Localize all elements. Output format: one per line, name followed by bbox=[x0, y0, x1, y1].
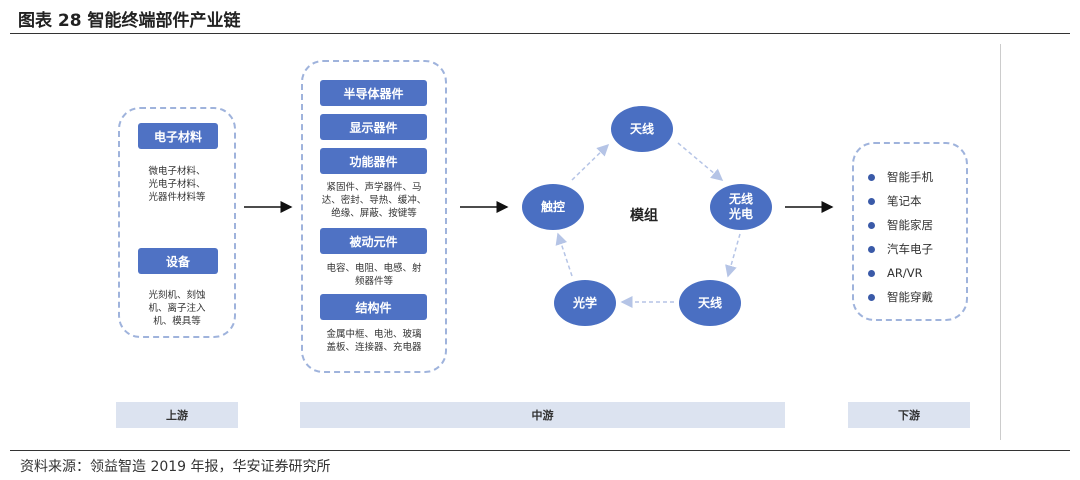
item-label: 智能穿戴 bbox=[887, 290, 933, 304]
cycle-arrow bbox=[571, 143, 610, 181]
passive-desc: 电容、电阻、电感、射频器件等 bbox=[305, 262, 443, 288]
item-label: 智能手机 bbox=[887, 170, 933, 184]
top-rule bbox=[10, 33, 1070, 34]
midstream-box bbox=[301, 60, 447, 373]
bullet-icon bbox=[868, 221, 875, 229]
bullet-icon bbox=[868, 245, 875, 253]
list-item: 智能穿戴 bbox=[868, 285, 933, 309]
bullet-icon bbox=[868, 173, 875, 181]
node-text: 光电 bbox=[728, 207, 753, 221]
display-label: 显示器件 bbox=[320, 114, 427, 140]
desc-line: 电容、电阻、电感、射 bbox=[326, 263, 422, 274]
passive-label: 被动元件 bbox=[320, 228, 427, 254]
desc-line: 光电子材料、 bbox=[148, 179, 206, 190]
functional-label: 功能器件 bbox=[320, 148, 427, 174]
node-antenna-bottom: 天线 bbox=[679, 280, 741, 326]
list-item: 汽车电子 bbox=[868, 237, 933, 261]
cycle-arrow bbox=[555, 232, 573, 277]
item-label: 笔记本 bbox=[887, 194, 922, 208]
bottom-rule bbox=[10, 450, 1070, 451]
list-item: 智能手机 bbox=[868, 165, 933, 189]
materials-desc: 微电子材料、光电子材料、光器件材料等 bbox=[120, 165, 234, 204]
semiconductor-label: 半导体器件 bbox=[320, 80, 427, 106]
equipment-label: 设备 bbox=[138, 248, 218, 274]
downstream-box bbox=[852, 142, 968, 321]
figure-title: 图表 28 智能终端部件产业链 bbox=[18, 11, 241, 31]
upstream-box bbox=[118, 107, 236, 338]
structural-label: 结构件 bbox=[320, 294, 427, 320]
node-wireless-optoelectronic: 无线光电 bbox=[710, 184, 772, 230]
source-note: 资料来源：领益智造 2019 年报，华安证券研究所 bbox=[20, 459, 331, 475]
downstream-list: 智能手机 笔记本 智能家居 汽车电子 AR/VR 智能穿戴 bbox=[868, 165, 933, 309]
item-label: AR/VR bbox=[887, 266, 923, 280]
list-item: AR/VR bbox=[868, 261, 933, 285]
item-label: 汽车电子 bbox=[887, 242, 933, 256]
module-center-label: 模组 bbox=[630, 208, 658, 224]
desc-line: 机、离子注入 bbox=[148, 303, 206, 314]
list-item: 智能家居 bbox=[868, 213, 933, 237]
bullet-icon bbox=[868, 293, 875, 301]
equipment-desc: 光刻机、刻蚀机、离子注入机、模具等 bbox=[120, 289, 234, 328]
node-antenna-top: 天线 bbox=[611, 106, 673, 152]
desc-line: 达、密封、导热、缓冲、 bbox=[321, 195, 427, 206]
cycle-arrow bbox=[677, 142, 724, 181]
desc-line: 频器件等 bbox=[354, 276, 393, 287]
desc-line: 光器件材料等 bbox=[148, 192, 206, 203]
cycle-arrow bbox=[725, 233, 741, 278]
node-optics: 光学 bbox=[554, 280, 616, 326]
stage-upstream: 上游 bbox=[116, 402, 238, 428]
node-touch: 触控 bbox=[522, 184, 584, 230]
structural-desc: 金属中框、电池、玻璃盖板、连接器、充电器 bbox=[305, 328, 443, 354]
stage-downstream: 下游 bbox=[848, 402, 970, 428]
electronic-materials-label: 电子材料 bbox=[138, 123, 218, 149]
desc-line: 光刻机、刻蚀 bbox=[148, 290, 206, 301]
bullet-icon bbox=[868, 269, 875, 277]
stage-midstream: 中游 bbox=[300, 402, 785, 428]
node-text: 无线 bbox=[728, 192, 753, 206]
desc-line: 微电子材料、 bbox=[148, 166, 206, 177]
desc-line: 绝缘、屏蔽、按键等 bbox=[331, 208, 417, 219]
desc-line: 盖板、连接器、充电器 bbox=[326, 342, 422, 353]
functional-desc: 紧固件、声学器件、马达、密封、导热、缓冲、绝缘、屏蔽、按键等 bbox=[305, 181, 443, 220]
desc-line: 紧固件、声学器件、马 bbox=[326, 182, 422, 193]
desc-line: 机、模具等 bbox=[153, 316, 201, 327]
right-divider bbox=[1000, 44, 1001, 440]
bullet-icon bbox=[868, 197, 875, 205]
list-item: 笔记本 bbox=[868, 189, 933, 213]
desc-line: 金属中框、电池、玻璃 bbox=[326, 329, 422, 340]
item-label: 智能家居 bbox=[887, 218, 933, 232]
